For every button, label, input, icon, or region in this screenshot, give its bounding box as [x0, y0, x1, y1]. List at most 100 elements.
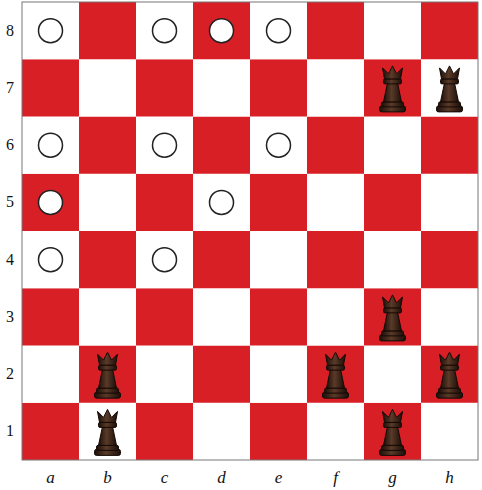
- marked-circle: [210, 19, 234, 43]
- marked-circle: [267, 19, 291, 43]
- board-square: [193, 231, 250, 288]
- board-square: [250, 346, 307, 403]
- board-square: [79, 231, 136, 288]
- board-square: [136, 174, 193, 231]
- board-square: [193, 2, 250, 59]
- board-square: [364, 346, 421, 403]
- board-square: [307, 174, 364, 231]
- board-square: [307, 403, 364, 460]
- chess-piece: [95, 409, 121, 455]
- file-letter: d: [217, 469, 226, 486]
- board-square: [421, 174, 478, 231]
- marked-circle: [153, 248, 177, 272]
- board-square: [364, 2, 421, 59]
- marked-circle: [153, 133, 177, 157]
- marked-circle: [39, 190, 63, 214]
- marked-circle: [39, 19, 63, 43]
- board-square: [136, 288, 193, 345]
- board-square: [307, 2, 364, 59]
- board-square: [364, 403, 421, 460]
- rank-number: 1: [6, 423, 14, 439]
- board-square: [421, 2, 478, 59]
- board-square: [193, 288, 250, 345]
- file-letter: g: [388, 469, 397, 486]
- board-square: [136, 346, 193, 403]
- board-square: [136, 117, 193, 174]
- board-square: [250, 403, 307, 460]
- chess-piece: [380, 66, 406, 112]
- chess-piece: [437, 66, 463, 112]
- board-square: [193, 117, 250, 174]
- board-square: [22, 117, 79, 174]
- board-square: [250, 2, 307, 59]
- board-square: [250, 174, 307, 231]
- board-square: [193, 403, 250, 460]
- marked-circle: [267, 133, 291, 157]
- rank-number: 2: [6, 366, 14, 382]
- board-square: [250, 231, 307, 288]
- rank-number: 7: [6, 80, 14, 96]
- board-square: [22, 288, 79, 345]
- file-letter: a: [46, 469, 55, 486]
- chess-piece: [437, 352, 463, 398]
- board-square: [364, 231, 421, 288]
- board-square: [250, 288, 307, 345]
- chess-piece: [323, 352, 349, 398]
- board-border: [22, 2, 478, 460]
- board-square: [364, 288, 421, 345]
- file-letter: e: [275, 469, 283, 486]
- board-square: [421, 403, 478, 460]
- board-square: [364, 117, 421, 174]
- board-square: [136, 59, 193, 116]
- board-square: [79, 346, 136, 403]
- board-square: [136, 231, 193, 288]
- board-square: [364, 59, 421, 116]
- marked-circle: [210, 190, 234, 214]
- board-square: [79, 288, 136, 345]
- board-square: [307, 59, 364, 116]
- rank-number: 8: [6, 23, 14, 39]
- board-square: [250, 117, 307, 174]
- board-square: [79, 403, 136, 460]
- board-square: [421, 59, 478, 116]
- board-square: [136, 403, 193, 460]
- board-square: [22, 346, 79, 403]
- board-square: [22, 403, 79, 460]
- board-square: [193, 59, 250, 116]
- file-letter: c: [161, 469, 169, 486]
- board-square: [307, 346, 364, 403]
- board-square: [307, 288, 364, 345]
- chess-piece: [380, 295, 406, 341]
- board-square: [307, 117, 364, 174]
- board-square: [250, 59, 307, 116]
- file-letter: f: [333, 469, 338, 486]
- file-letter: b: [103, 469, 112, 486]
- file-letter: h: [445, 469, 454, 486]
- marked-circle: [153, 19, 177, 43]
- board-square: [421, 346, 478, 403]
- board-square: [421, 231, 478, 288]
- board-square: [136, 2, 193, 59]
- rank-number: 5: [6, 194, 14, 210]
- board-square: [79, 2, 136, 59]
- marked-circle: [39, 248, 63, 272]
- board-square: [79, 174, 136, 231]
- board-square: [22, 231, 79, 288]
- board-square: [79, 59, 136, 116]
- chess-piece: [380, 409, 406, 455]
- board-square: [364, 174, 421, 231]
- rank-number: 6: [6, 137, 14, 153]
- rank-number: 4: [6, 252, 14, 268]
- board-square: [421, 117, 478, 174]
- board-square: [22, 174, 79, 231]
- chess-piece: [95, 352, 121, 398]
- board-square: [79, 117, 136, 174]
- rank-number: 3: [6, 309, 14, 325]
- board-square: [307, 231, 364, 288]
- board-square: [421, 288, 478, 345]
- board-square: [193, 174, 250, 231]
- board-square: [193, 346, 250, 403]
- board-square: [22, 59, 79, 116]
- board-square: [22, 2, 79, 59]
